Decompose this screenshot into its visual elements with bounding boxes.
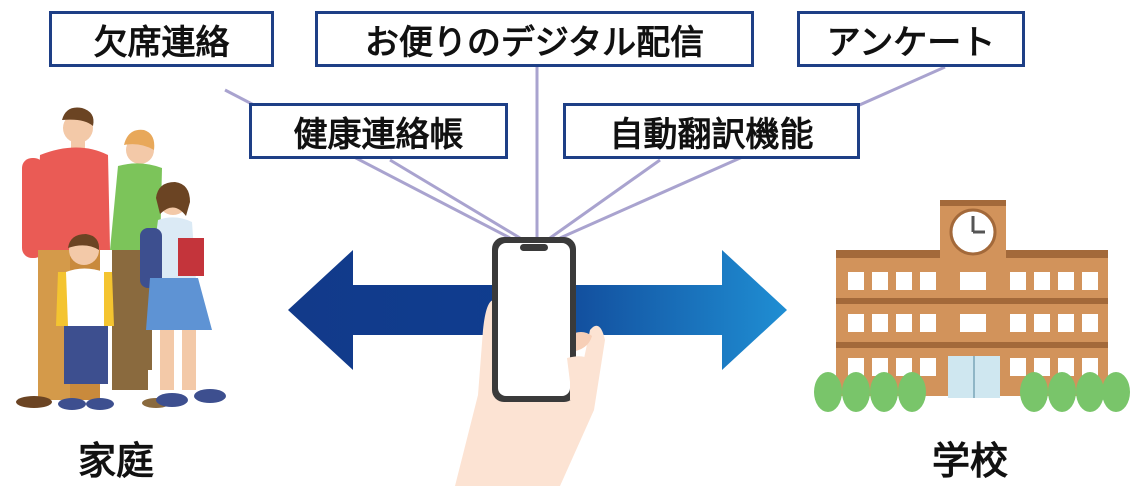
connector-notebook	[389, 158, 521, 240]
feature-notebook-label: 健康連絡帳	[293, 114, 464, 155]
feature-newsletter-box: お便りのデジタル配信	[315, 11, 754, 67]
feature-survey-box: アンケート	[797, 11, 1025, 67]
smartphone-icon	[492, 237, 576, 402]
caption-school: 学校	[932, 439, 1009, 483]
trees	[814, 372, 1130, 412]
school-windows	[848, 272, 1098, 376]
boy-figure	[56, 234, 114, 410]
feature-translation-box: 自動翻訳機能	[563, 103, 860, 159]
feature-survey-label: アンケート	[826, 22, 996, 63]
school-building-icon	[814, 200, 1130, 412]
feature-notebook-box: 健康連絡帳	[249, 103, 508, 159]
family-icon	[16, 107, 226, 410]
feature-translation-label: 自動翻訳機能	[609, 114, 814, 155]
caption-home: 家庭	[78, 439, 155, 483]
feature-absence-label: 欠席連絡	[93, 22, 230, 63]
connector-translation	[549, 158, 661, 240]
clock-icon	[949, 208, 997, 256]
feature-newsletter-label: お便りのデジタル配信	[364, 22, 705, 63]
feature-absence-box: 欠席連絡	[49, 11, 274, 67]
girl-figure	[140, 182, 226, 407]
